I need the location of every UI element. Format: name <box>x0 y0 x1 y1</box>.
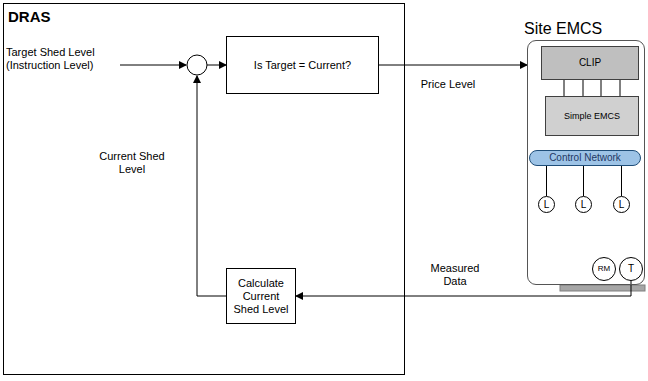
node-text: L <box>616 199 628 211</box>
connector <box>621 166 622 196</box>
edge-label: Price Level <box>408 78 488 91</box>
node-text: Site EMCS <box>524 19 602 38</box>
load-circle: L <box>575 196 592 213</box>
connector <box>564 80 620 96</box>
node-text: L <box>541 199 553 211</box>
junction-arrowhead <box>193 75 201 83</box>
process-box: Is Target = Current? <box>226 36 379 94</box>
node-text: Simple EMCS <box>561 111 623 122</box>
input-label: Target Shed Level (Instruction Level) <box>6 46 118 72</box>
network-band: Control Network <box>529 150 641 166</box>
system-panel: DRAS Is Target = Current? Calculate Curren… <box>3 3 405 375</box>
connector <box>583 166 584 196</box>
connector <box>197 65 226 296</box>
node-text: T <box>625 263 637 275</box>
node-text: DRAS <box>8 8 51 26</box>
connector <box>546 166 547 196</box>
signal-label: Current Shed Level <box>90 150 174 176</box>
connector <box>379 65 527 66</box>
process-box: Calculate Current Shed Level <box>226 268 296 324</box>
emcs-device: Simple EMCS <box>545 96 639 136</box>
node-text: Calculate Current Shed Level <box>227 277 295 316</box>
site-base <box>560 285 645 291</box>
input-arrow <box>120 65 186 66</box>
clip-device: CLIP <box>541 46 639 80</box>
meter-circle: RM <box>592 257 616 281</box>
node-text: Control Network <box>546 152 624 164</box>
node-text: CLIP <box>576 57 604 69</box>
node-text: Is Target = Current? <box>251 59 354 72</box>
load-circle: L <box>613 196 630 213</box>
edge-label: Measured Data <box>420 262 490 288</box>
sensor-circle: T <box>619 257 643 281</box>
load-circle: L <box>538 196 555 213</box>
node-text: RM <box>595 264 613 274</box>
summing-junction <box>187 55 207 75</box>
node-text: L <box>578 199 590 211</box>
site-enclosure: Site EMCSCLIPSimple EMCSControl NetworkL… <box>527 40 645 285</box>
